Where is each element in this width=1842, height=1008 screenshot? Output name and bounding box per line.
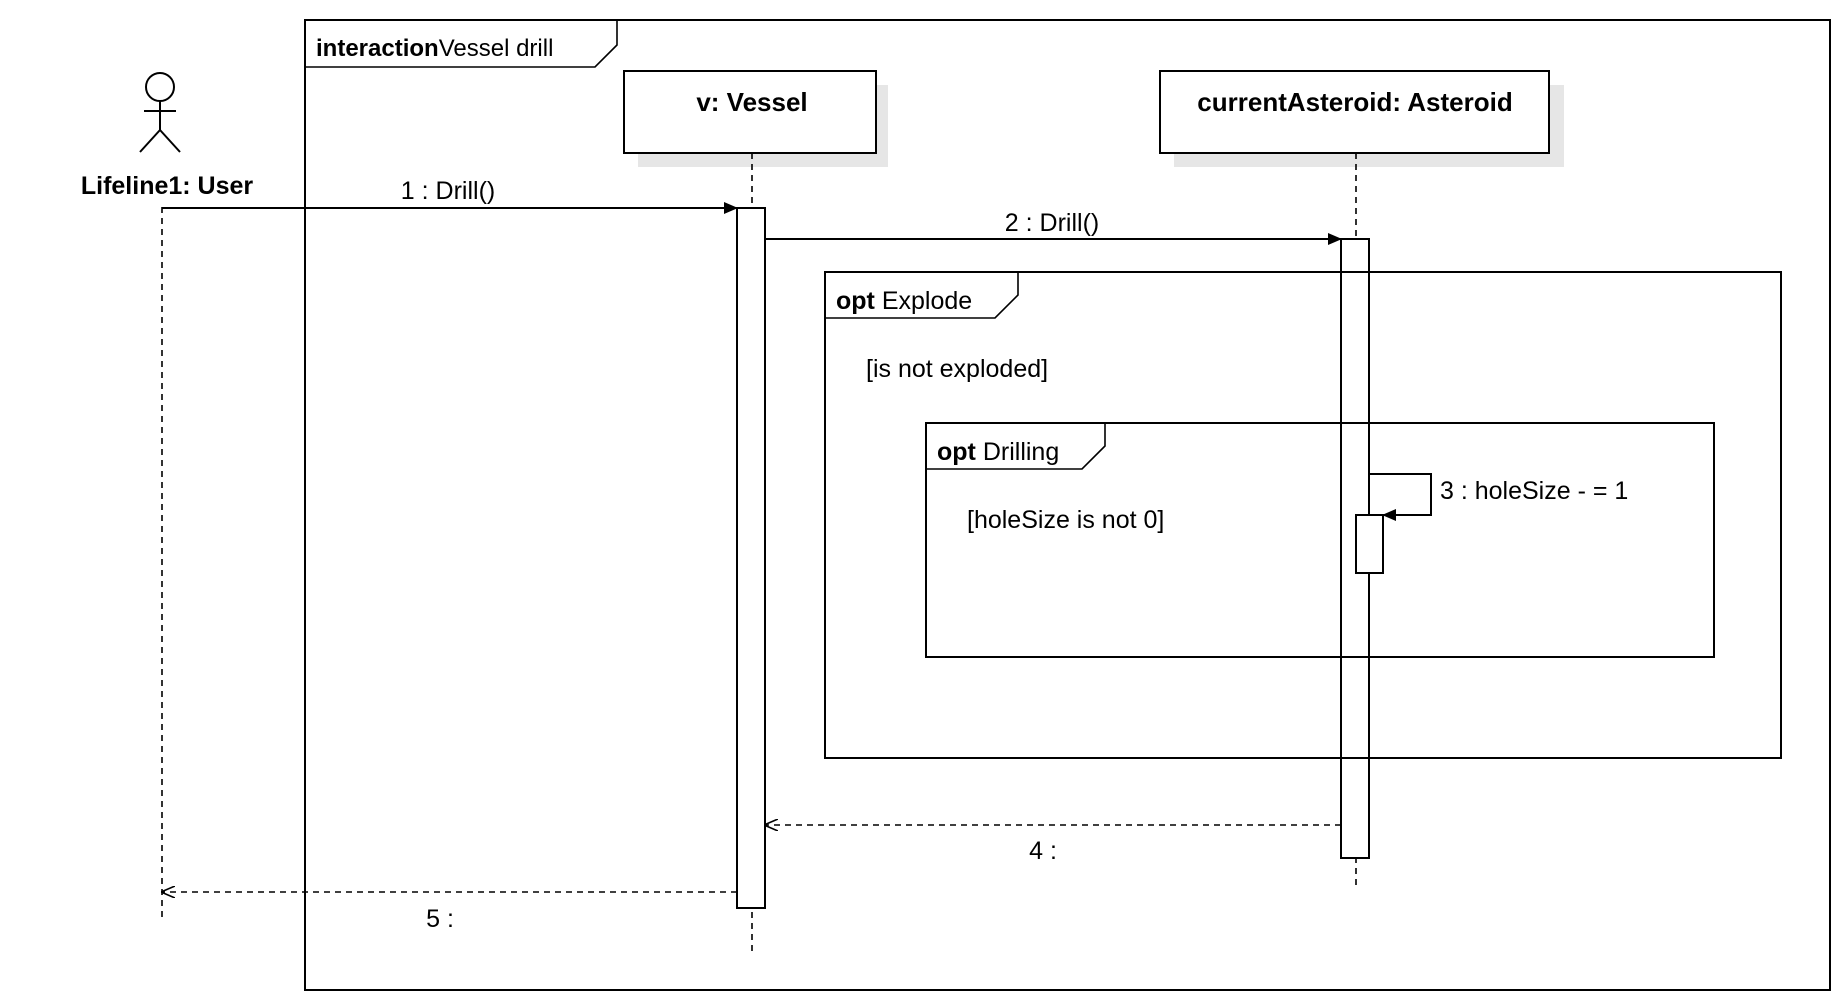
frame-keyword: interaction [316,35,439,62]
fragment-explode-operator: opt [836,287,876,315]
fragment-opt-drilling: opt Drilling [holeSize is not 0] [925,422,1715,658]
message-2-label: 2 : Drill() [1005,209,1099,237]
message-3: 3 : holeSize - = 1 [1369,473,1628,521]
message-1: 1 : Drill() [162,177,738,214]
fragment-drilling-operator: opt [937,438,977,466]
interaction-frame: interactionVessel drill [304,19,1831,991]
fragment-explode-title: opt Explode [836,287,972,315]
actor-stick-figure-icon [139,72,181,153]
fragment-drilling-name: Drilling [983,438,1059,466]
message-4: 4 : [765,825,1341,865]
message-5-label: 5 : [426,905,454,933]
message-2: 2 : Drill() [765,209,1342,245]
message-5: 5 : [162,892,737,933]
actor-user: Lifeline1: User [81,72,254,918]
message-1-label: 1 : Drill() [401,177,495,205]
fragment-opt-explode: opt Explode [is not exploded] [824,271,1782,759]
frame-name: Vessel drill [439,35,554,62]
frame-title: interactionVessel drill [316,35,553,62]
fragment-drilling-title: opt Drilling [937,438,1059,466]
fragment-explode-guard: [is not exploded] [866,355,1048,383]
fragment-drilling-guard: [holeSize is not 0] [967,506,1164,534]
activation-vessel [736,207,766,909]
lifeline-vessel-label: v: Vessel [696,87,807,117]
fragment-explode-name: Explode [882,287,972,315]
lifeline-asteroid-label: currentAsteroid: Asteroid [1197,87,1512,117]
activation-self-call [1355,514,1384,574]
actor-label: Lifeline1: User [81,172,254,200]
message-4-label: 4 : [1029,837,1057,865]
message-3-label: 3 : holeSize - = 1 [1440,477,1628,505]
